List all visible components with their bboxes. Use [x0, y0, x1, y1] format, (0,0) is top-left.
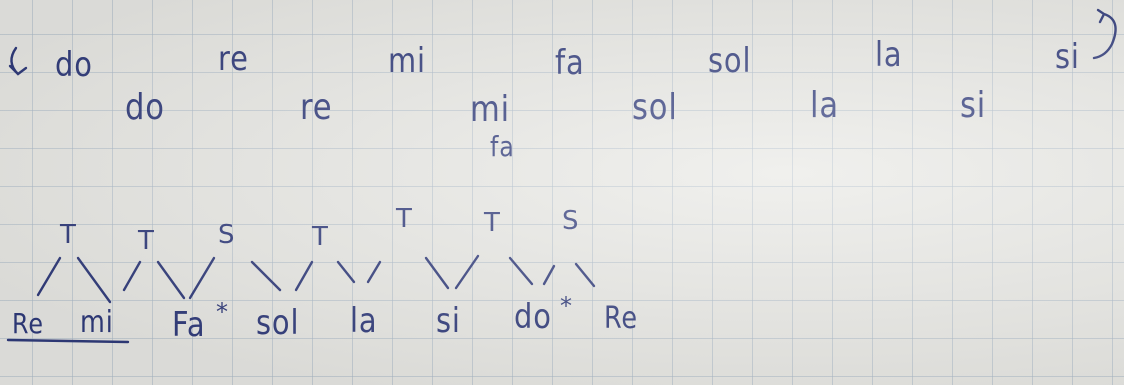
scale-note: si	[436, 301, 461, 341]
scale-note: re	[218, 39, 249, 79]
step-mark: T	[60, 220, 77, 250]
right-arrow-icon	[1092, 8, 1117, 60]
step-mark: T	[138, 226, 155, 256]
scale-note: do	[514, 297, 552, 337]
scale-note: si	[960, 85, 987, 126]
left-arrow-icon	[8, 46, 28, 76]
underline	[6, 338, 130, 344]
scale-note: sol	[708, 41, 752, 81]
scale-note: re	[300, 87, 333, 128]
scale-note: mi	[470, 89, 511, 130]
step-mark: T	[396, 204, 413, 234]
step-mark: S	[562, 206, 580, 236]
scale-note: do	[125, 87, 165, 128]
sharp-mark: *	[216, 298, 229, 326]
step-mark: T	[312, 222, 329, 252]
scale-note: Fa	[172, 305, 206, 345]
scale-note: Re	[12, 307, 44, 340]
step-mark: S	[218, 220, 236, 250]
scale-note: la	[810, 85, 839, 126]
scale-note: mi	[80, 305, 114, 340]
sharp-mark: *	[560, 292, 573, 320]
scale-note: Re	[604, 301, 638, 336]
scale-note: la	[875, 35, 903, 75]
scale-note: la	[350, 301, 378, 341]
scale-note: sol	[632, 87, 678, 128]
step-mark: T	[484, 208, 501, 238]
scale-note: fa	[555, 43, 585, 83]
scale-note: do	[55, 45, 93, 85]
scale-note: sol	[256, 303, 300, 343]
scale-note: fa	[490, 130, 515, 163]
scale-note: si	[1055, 37, 1080, 77]
scale-note: mi	[388, 41, 426, 81]
